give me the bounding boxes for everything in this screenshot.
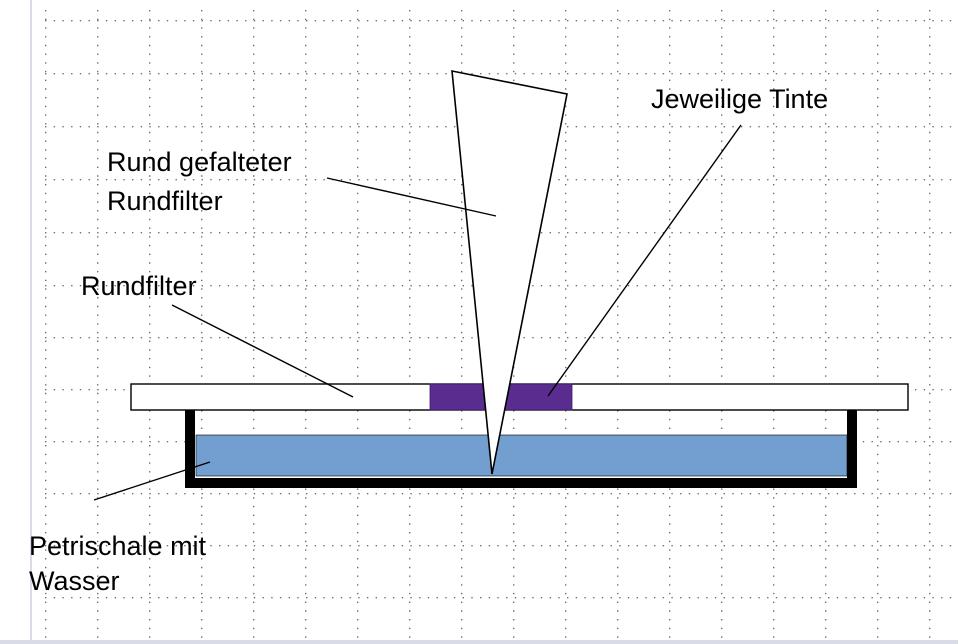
label-folded-filter-line1: Rund gefalteter	[107, 147, 292, 177]
leader-line-ink	[547, 124, 742, 397]
label-petri-line1: Petrischale mit	[29, 531, 207, 561]
label-ink: Jeweilige Tinte	[651, 84, 828, 114]
leader-line-petri-dish	[93, 461, 211, 501]
label-petri-line2: Wasser	[29, 566, 120, 596]
page-left-margin	[0, 0, 32, 644]
leader-line-round-filter	[171, 304, 354, 398]
folded-filter-wick[interactable]	[451, 70, 568, 475]
label-folded-filter-line2: Rundfilter	[107, 186, 223, 216]
petri-dish[interactable]	[185, 409, 857, 488]
page-bottom-margin	[0, 640, 958, 644]
water[interactable]	[195, 434, 848, 477]
leader-line-folded-filter	[326, 177, 497, 217]
label-round-filter: Rundfilter	[81, 271, 197, 301]
